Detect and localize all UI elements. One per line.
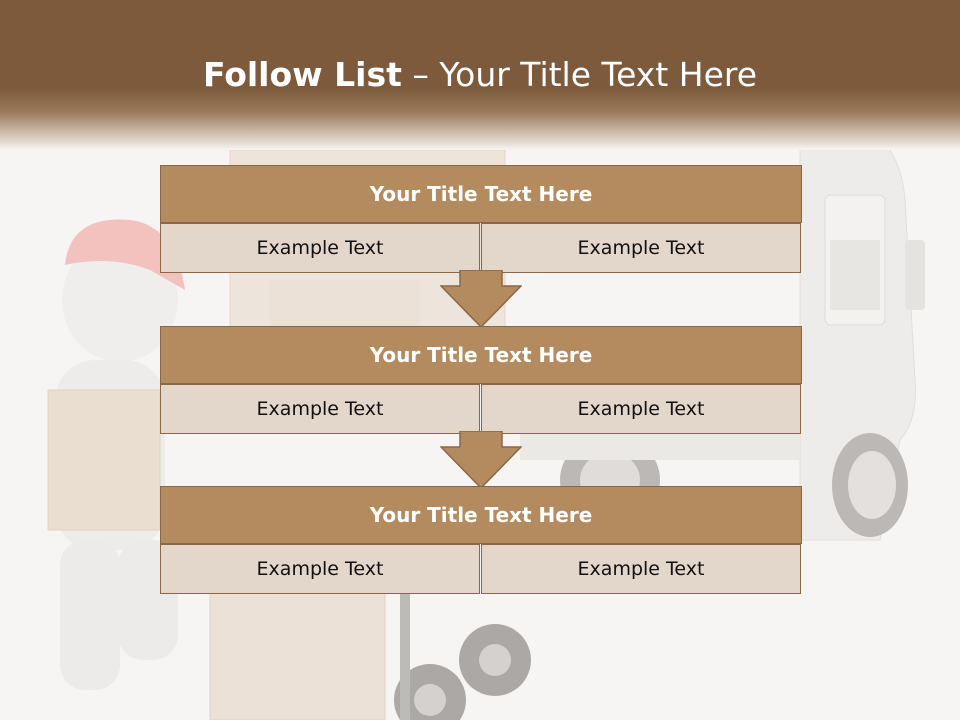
slide-title: Follow List – Your Title Text Here [0,52,960,98]
slide-title-rest: – Your Title Text Here [401,55,758,94]
step-3-left-text[interactable]: Example Text [160,544,480,594]
header-band [0,0,960,150]
step-1-title[interactable]: Your Title Text Here [160,165,802,223]
step-3-right-text[interactable]: Example Text [481,544,801,594]
step-1-right-text[interactable]: Example Text [481,223,801,273]
step-1-left-text[interactable]: Example Text [160,223,480,273]
step-2-left-text[interactable]: Example Text [160,384,480,434]
step-2-right-text[interactable]: Example Text [481,384,801,434]
step-3-title[interactable]: Your Title Text Here [160,486,802,544]
down-arrow-icon [440,270,522,328]
slide-title-bold: Follow List [202,55,402,94]
down-arrow-icon [440,431,522,489]
step-2-title[interactable]: Your Title Text Here [160,326,802,384]
